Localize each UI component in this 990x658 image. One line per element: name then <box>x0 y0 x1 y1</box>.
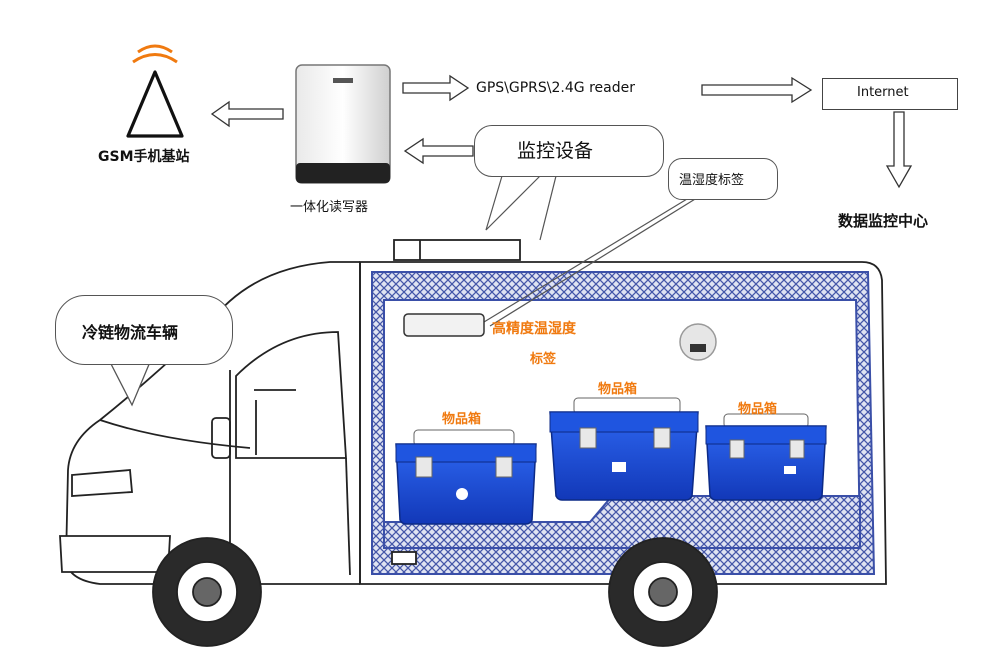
arrow-reader-to-gps <box>402 74 470 102</box>
gsm-station-label: GSM手机基站 <box>98 149 190 165</box>
arrow-gps-to-internet <box>701 76 813 104</box>
cargo-reader-icon <box>403 313 485 337</box>
box1-label: 物品箱 <box>442 412 482 427</box>
vehicle-label: 冷链物流车辆 <box>82 323 179 342</box>
cooler-box-2-icon <box>549 397 699 501</box>
internet-box: Internet <box>822 78 958 110</box>
integrated-reader-icon <box>295 64 391 184</box>
cooler-box-3-icon <box>705 413 827 501</box>
hp-tag-label-line1: 高精度温湿度 <box>492 321 576 337</box>
data-center-label: 数据监控中心 <box>838 212 929 230</box>
vehicle-bubble: 冷链物流车辆 <box>55 295 233 365</box>
monitor-device-bubble: 监控设备 <box>474 125 664 177</box>
arrow-reader-to-gsm <box>210 100 284 128</box>
temp-tag-label: 温湿度标签 <box>679 173 745 188</box>
gps-reader-label: GPS\GPRS\2.4G reader <box>476 80 635 96</box>
arrow-internet-to-center <box>885 111 913 189</box>
cooler-box-1-icon <box>395 429 537 525</box>
gsm-station-icon <box>126 44 184 138</box>
temp-tag-bubble: 温湿度标签 <box>668 158 778 200</box>
box2-label: 物品箱 <box>598 382 638 397</box>
hp-tag-label-line2: 标签 <box>530 352 557 367</box>
reader-label: 一体化读写器 <box>290 200 369 215</box>
sensor-tag-icon <box>679 323 717 361</box>
box3-label: 物品箱 <box>738 402 778 417</box>
monitor-device-label: 监控设备 <box>517 140 594 162</box>
internet-label: Internet <box>857 85 909 100</box>
arrow-monitor-to-reader <box>403 137 474 165</box>
